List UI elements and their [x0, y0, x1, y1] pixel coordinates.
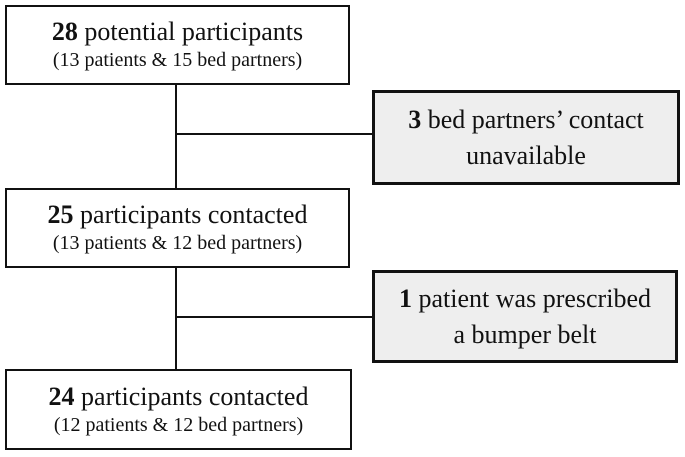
participant-label: participants contacted — [81, 381, 309, 411]
participant-count: 25 — [47, 200, 74, 229]
flow-box-participants-contacted-25: 25 participants contacted (13 patients &… — [5, 188, 350, 268]
flow-box-main-text: 28 potential participants — [7, 16, 348, 47]
participant-label: potential participants — [84, 17, 304, 46]
connector-vertical-step1-step2 — [175, 85, 177, 188]
exclusion-text-line1: 1 patient was prescribed — [375, 281, 675, 317]
participant-count: 24 — [48, 381, 75, 411]
flow-box-exclusion-contact-unavailable: 3 bed partners’ contact unavailable — [372, 90, 680, 185]
connector-branch-exclusion2 — [176, 316, 372, 318]
exclusion-count: 3 — [408, 104, 422, 134]
participant-breakdown: (12 patients & 12 bed partners) — [53, 413, 304, 436]
connector-vertical-step2-step3 — [175, 268, 177, 369]
exclusion-count: 1 — [399, 283, 413, 313]
exclusion-text-line2: a bumper belt — [453, 319, 597, 349]
flow-box-main-text: 25 participants contacted — [7, 199, 348, 230]
participant-breakdown: (13 patients & 15 bed partners) — [52, 49, 303, 71]
flow-box-potential-participants: 28 potential participants (13 patients &… — [5, 5, 350, 85]
flow-box-exclusion-bumper-belt: 1 patient was prescribed a bumper belt — [372, 270, 678, 363]
participant-label: participants contacted — [80, 200, 308, 229]
flow-box-main-text: 24 participants contacted — [7, 381, 350, 412]
exclusion-label: bed partners’ contact — [427, 104, 644, 134]
participant-breakdown: (13 patients & 12 bed partners) — [52, 232, 303, 254]
exclusion-text-line2: unavailable — [466, 140, 586, 170]
exclusion-label: patient was prescribed — [418, 283, 651, 313]
flow-box-participants-contacted-24: 24 participants contacted (12 patients &… — [5, 369, 352, 450]
exclusion-text-line1: 3 bed partners’ contact — [375, 102, 677, 138]
connector-branch-exclusion1 — [176, 133, 372, 135]
participant-count: 28 — [51, 17, 78, 46]
